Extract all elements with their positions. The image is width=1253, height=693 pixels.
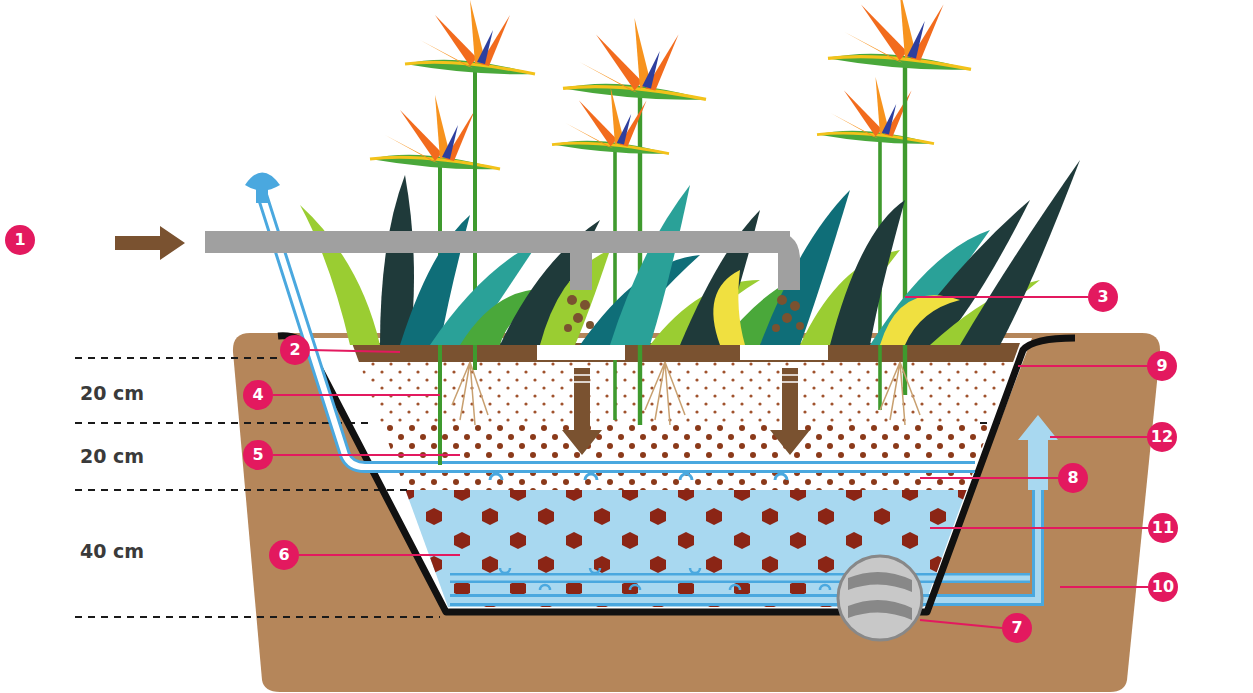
callout-number: 11: [1148, 513, 1178, 543]
callout-text: 9: [1147, 351, 1177, 381]
callout-text: 10: [1148, 572, 1178, 602]
callout-number: 7: [1002, 613, 1032, 643]
liner: [278, 336, 1075, 612]
callout-number: 5: [243, 440, 273, 470]
callout-number: 10: [1148, 572, 1178, 602]
inflow-arrow: [115, 226, 185, 260]
callout-number: 8: [1058, 463, 1088, 493]
detail-magnifier: [838, 556, 922, 640]
callout-number: 6: [269, 540, 299, 570]
callout-text: 12: [1147, 422, 1177, 452]
soil: [233, 333, 1160, 692]
callout-number: 2: [280, 335, 310, 365]
callout-text: 6: [269, 540, 299, 570]
callout-text: 4: [243, 380, 273, 410]
callout-text: 7: [1002, 613, 1032, 643]
dimension-label: 20 cm: [80, 382, 144, 404]
observation-pipe: [245, 173, 975, 481]
callout-number: 12: [1147, 422, 1177, 452]
callout-text: 1: [5, 225, 35, 255]
callout-text: 8: [1058, 463, 1088, 493]
dimension-label: 20 cm: [80, 445, 144, 467]
callout-text: 5: [243, 440, 273, 470]
dimension-label: 40 cm: [80, 540, 144, 562]
roots: [452, 362, 920, 425]
callout-number: 3: [1088, 282, 1118, 312]
callout-text: 11: [1148, 513, 1178, 543]
callout-number: 9: [1147, 351, 1177, 381]
leader-lines: [273, 297, 1148, 628]
callout-number: 1: [5, 225, 35, 255]
callout-text: 3: [1088, 282, 1118, 312]
callout-text: 2: [280, 335, 310, 365]
infiltration-arrows: [562, 368, 810, 455]
callout-number: 4: [243, 380, 273, 410]
